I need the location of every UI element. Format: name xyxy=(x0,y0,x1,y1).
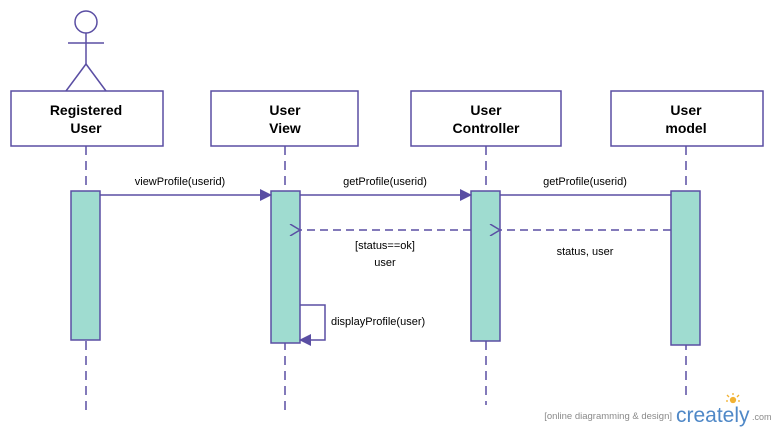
lifeline-label-line1: User xyxy=(670,102,702,118)
stick-figure-actor-icon xyxy=(65,10,107,92)
branding-suffix: .com xyxy=(752,412,772,422)
message-label: getProfile(userid) xyxy=(543,176,627,188)
creately-sun-icon xyxy=(726,393,740,404)
message-get-profile-to-controller[interactable]: getProfile(userid) xyxy=(300,176,472,201)
return-message-status-user[interactable]: status, user xyxy=(500,230,671,258)
lifeline-label-line1: User xyxy=(269,102,301,118)
lifeline-label-line2: User xyxy=(70,120,102,136)
lifeline-box-registered-user[interactable]: Registered User xyxy=(10,90,164,147)
lifeline-box-user-view[interactable]: User View xyxy=(210,90,359,147)
branding-tagline: [online diagramming & design] xyxy=(544,411,672,422)
creately-branding: [online diagramming & design] creately .… xyxy=(544,393,772,427)
message-label: viewProfile(userid) xyxy=(135,176,225,188)
message-guard-label: [status==ok] xyxy=(355,240,415,252)
lifeline-box-user-model[interactable]: User model xyxy=(610,90,764,147)
activation-bar-registered-user[interactable] xyxy=(70,190,101,341)
return-message-status-ok-user[interactable]: [status==ok] user xyxy=(300,230,471,269)
activation-bar-user-model[interactable] xyxy=(670,190,701,346)
message-view-profile[interactable]: viewProfile(userid) xyxy=(100,176,272,201)
activation-bar-user-controller[interactable] xyxy=(470,190,501,342)
message-label: displayProfile(user) xyxy=(331,316,425,328)
creately-logo: creately xyxy=(676,404,750,427)
self-message-display-profile[interactable]: displayProfile(user) xyxy=(299,304,425,346)
lifeline-label-line2: Controller xyxy=(453,120,520,136)
lifeline-label-line2: model xyxy=(665,120,706,136)
lifeline-label-line2: View xyxy=(269,120,301,136)
lifeline-label-line1: Registered xyxy=(50,102,122,118)
message-label: getProfile(userid) xyxy=(343,176,427,188)
message-label: user xyxy=(374,257,396,269)
message-get-profile-to-model[interactable]: getProfile(userid) xyxy=(500,176,671,196)
lifeline-label-line1: User xyxy=(470,102,502,118)
activation-bar-user-view[interactable] xyxy=(270,190,301,344)
lifeline-box-user-controller[interactable]: User Controller xyxy=(410,90,562,147)
message-label: status, user xyxy=(557,246,614,258)
